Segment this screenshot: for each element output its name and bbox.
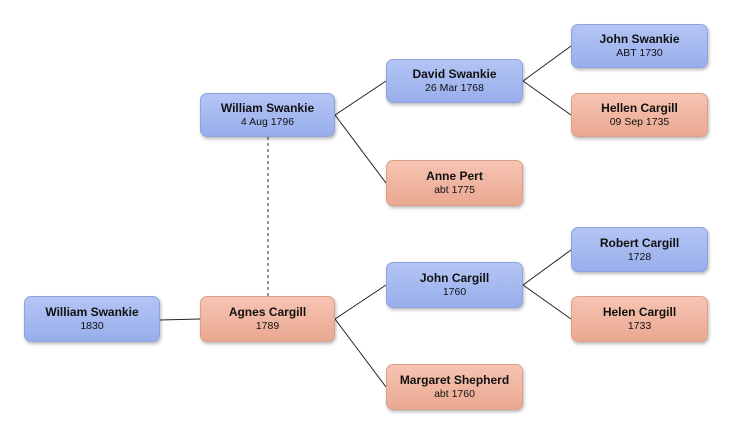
person-name: David Swankie [412,67,497,81]
person-date: 1760 [442,286,467,298]
person-card-helen-cargill[interactable]: Helen Cargill 1733 [571,296,708,342]
person-name: Robert Cargill [599,235,680,250]
person-name: Helen Cargill [602,305,677,319]
person-card-john-cargill[interactable]: John Cargill 1760 [386,262,523,308]
connector-line [522,80,572,116]
person-card-william-swankie-1830[interactable]: William Swankie 1830 [24,296,160,342]
connector-line [334,318,387,388]
person-name: William Swankie [45,305,139,319]
person-card-robert-cargill[interactable]: Robert Cargill 1728 [571,227,708,272]
person-name: Agnes Cargill [228,305,307,319]
person-date: 1733 [627,320,652,332]
connector-line [522,284,572,320]
person-name: John Cargill [419,271,490,285]
person-date: 4 Aug 1796 [240,116,295,128]
person-date: 1830 [80,320,104,332]
person-date: ABT 1730 [616,47,663,59]
connector-line [522,45,572,82]
person-card-margaret-shepherd[interactable]: Margaret Shepherd abt 1760 [386,364,523,410]
person-card-agnes-cargill[interactable]: Agnes Cargill 1789 [200,296,335,342]
person-date: 26 Mar 1768 [425,82,484,94]
connector-line [159,318,201,321]
person-card-anne-pert[interactable]: Anne Pert abt 1775 [386,160,523,206]
connector-line [334,284,387,320]
person-date: 1728 [627,250,652,263]
person-name: William Swankie [220,101,315,115]
person-date: abt 1760 [434,388,475,400]
person-card-hellen-cargill[interactable]: Hellen Cargill 09 Sep 1735 [571,93,708,137]
person-name: Hellen Cargill [601,101,678,115]
person-name: Anne Pert [426,169,483,183]
person-date: abt 1775 [434,184,475,196]
connector-line [334,80,387,116]
person-name: John Swankie [599,32,680,46]
connector-line [522,249,572,286]
person-card-john-swankie[interactable]: John Swankie ABT 1730 [571,24,708,68]
connector-line [334,114,387,184]
person-date: 1789 [255,320,280,332]
person-card-david-swankie[interactable]: David Swankie 26 Mar 1768 [386,59,523,103]
person-name: Margaret Shepherd [399,373,510,387]
person-card-william-swankie-1796[interactable]: William Swankie 4 Aug 1796 [200,93,335,137]
person-date: 09 Sep 1735 [609,116,670,128]
